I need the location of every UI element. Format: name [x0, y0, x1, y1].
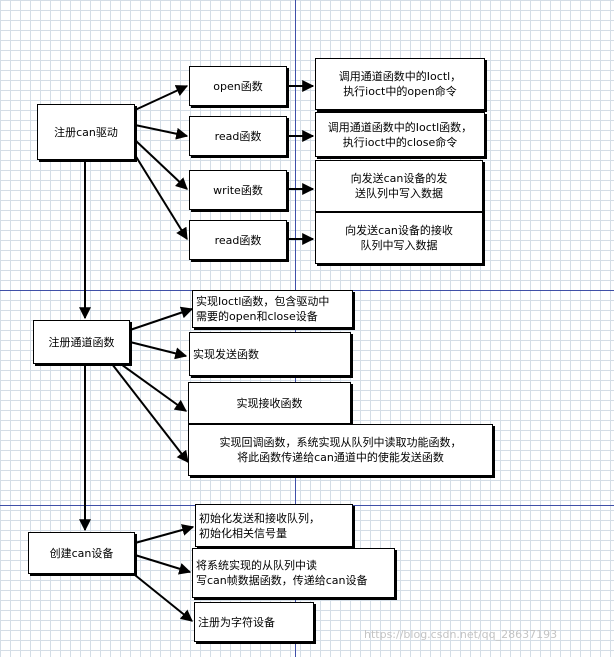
implement-receive-node: 实现接收函数 — [188, 382, 351, 424]
write-description-node: 向发送can设备的发 送队列中写入数据 — [315, 160, 483, 212]
arrow-channel-to-send — [129, 341, 188, 360]
write-function-node: write函数 — [189, 170, 287, 210]
open-function-node: open函数 — [189, 66, 287, 106]
open-description-node: 调用通道函数中的Ioctl， 执行ioct中的open命令 — [315, 58, 485, 110]
pass-read-function-node: 将系统实现的从队列中读 写can帧数据函数，传递给can设备 — [192, 548, 395, 598]
arrow-create-to-register — [124, 566, 193, 622]
arrow-driver-to-open — [134, 85, 189, 111]
create-can-device-node: 创建can设备 — [28, 532, 135, 574]
arrow-create-to-init — [134, 524, 195, 544]
arrow-driver-to-read-2 — [134, 154, 188, 241]
watermark-text: https://blog.csdn.net/qq_28637193 — [364, 628, 558, 641]
init-queues-node: 初始化发送和接收队列， 初始化相关信号量 — [195, 504, 353, 547]
implement-callback-node: 实现回调函数，系统实现从队列中读取功能函数， 将此函数传递给can通道中的使能发… — [188, 424, 493, 476]
arrow-driver-to-write — [134, 139, 188, 190]
read-description-node: 调用通道函数中的Ioctl函数， 执行ioct中的close命令 — [315, 112, 485, 157]
implement-ioctl-node: 实现Ioctl函数，包含驱动中 需要的open和close设备 — [192, 290, 353, 328]
arrow-channel-to-ioctl — [129, 306, 194, 331]
guide-line-vertical — [295, 0, 296, 657]
arrow-driver-to-read — [134, 124, 189, 140]
read-function-node-2: read函数 — [189, 220, 287, 260]
register-can-driver-node: 注册can驱动 — [37, 104, 135, 160]
implement-send-node: 实现发送函数 — [189, 332, 351, 376]
arrow-channel-to-callback — [111, 363, 189, 463]
arrow-create-to-pass — [134, 554, 192, 575]
register-channel-function-node: 注册通道函数 — [33, 320, 130, 364]
arrow-channel-to-recv — [117, 361, 187, 412]
register-char-device-node: 注册为字符设备 — [194, 602, 314, 642]
read-function-node: read函数 — [189, 116, 287, 156]
read-description-node-2: 向发送can设备的接收 队列中写入数据 — [315, 212, 483, 264]
